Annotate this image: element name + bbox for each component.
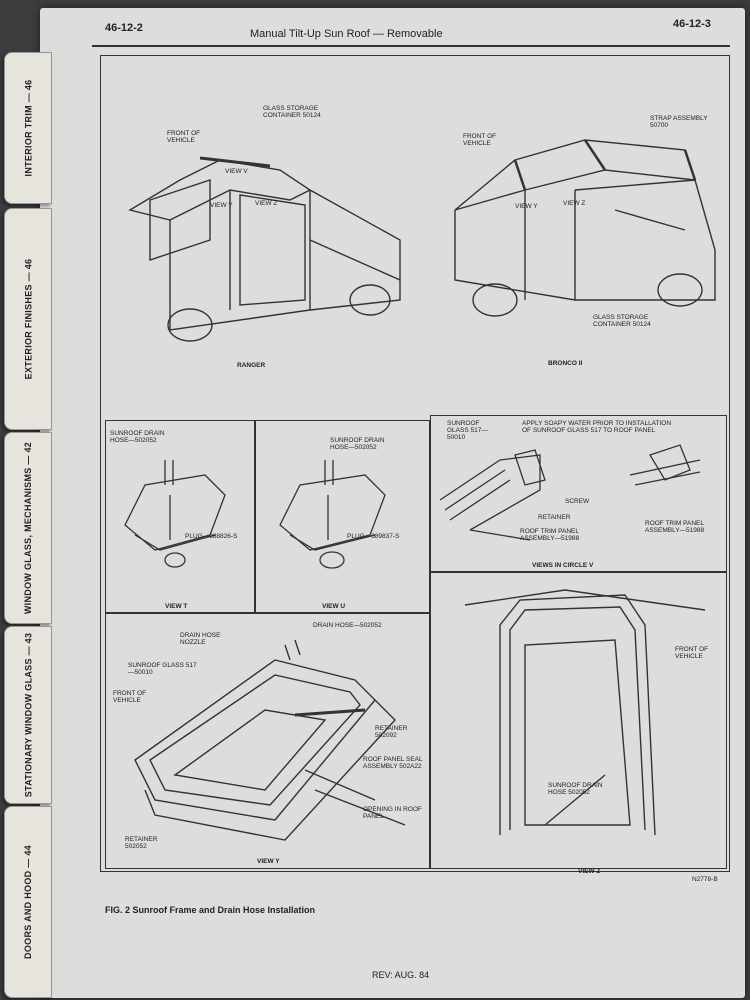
revision-footer: REV: AUG. 84 [372, 970, 430, 980]
view-y-retainer-right-label: RETAINER 502092 [375, 725, 408, 739]
tab-label: DOORS AND HOOD — 44 [23, 845, 34, 959]
view-t-drawing [124, 460, 226, 568]
ranger-view-y-label: VIEW Y [210, 202, 233, 209]
bronco-drawing [454, 139, 716, 317]
view-z-drawing [464, 589, 706, 836]
view-y-retainer-left-label: RETAINER 502052 [125, 836, 158, 850]
tab-interior-trim[interactable]: INTERIOR TRIM — 46 [4, 52, 52, 204]
view-z-hose-label: SUNROOF DRAIN HOSE 502052 [548, 782, 603, 796]
view-z-panel [430, 572, 727, 869]
figure-code: N2778-B [692, 876, 718, 883]
bronco-view-z-label: VIEW Z [563, 200, 586, 207]
page-number-left: 46-12-2 [105, 22, 143, 34]
ranger-caption: RANGER [237, 362, 266, 369]
view-u-plug-label: PLUG—389837-S [347, 533, 400, 540]
view-y-drawing [134, 640, 406, 841]
ranger-drawing [128, 156, 401, 342]
view-y-front-label: FRONT OF VEHICLE [113, 690, 147, 704]
circle-v-drawing [440, 444, 701, 541]
tab-exterior-finishes[interactable]: EXTERIOR FINISHES — 46 [4, 208, 52, 430]
tab-window-glass[interactable]: WINDOW GLASS, MECHANISMS — 42 [4, 432, 52, 624]
ranger-glass-storage-label: GLASS STORAGE CONTAINER 50124 [263, 105, 321, 119]
ranger-front-label: FRONT OF VEHICLE [167, 130, 201, 144]
view-z-front-label: FRONT OF VEHICLE [675, 646, 709, 660]
circle-v-panel [430, 415, 727, 572]
bronco-glass-storage-label: GLASS STORAGE CONTAINER 50124 [593, 314, 651, 328]
ranger-view-z-label: VIEW Z [255, 200, 278, 207]
circle-v-trim-right-label: ROOF TRIM PANEL ASSEMBLY—51988 [645, 520, 705, 534]
view-y-seal-label: ROOF PANEL SEAL ASSEMBLY 502A22 [363, 756, 423, 770]
view-y-panel [105, 612, 430, 869]
view-u-drawing [279, 460, 386, 569]
ranger-view-v-label: VIEW V [225, 168, 248, 175]
page-title: Manual Tilt-Up Sun Roof — Removable [250, 28, 443, 40]
tab-stationary-window-glass[interactable]: STATIONARY WINDOW GLASS — 43 [4, 626, 52, 804]
circle-v-trim-left-label: ROOF TRIM PANEL ASSEMBLY—51988 [520, 528, 580, 542]
figure-caption: FIG. 2 Sunroof Frame and Drain Hose Inst… [105, 905, 316, 915]
view-t-caption: VIEW T [165, 603, 188, 610]
view-y-caption: VIEW Y [257, 858, 280, 865]
tab-label: INTERIOR TRIM — 46 [23, 79, 34, 177]
tab-label: STATIONARY WINDOW GLASS — 43 [23, 632, 34, 798]
circle-v-glass-label: SUNROOF GLASS 517—50010 [447, 420, 488, 441]
tab-doors-and-hood[interactable]: DOORS AND HOOD — 44 [4, 806, 52, 998]
tab-label: EXTERIOR FINISHES — 46 [23, 258, 33, 380]
view-u-caption: VIEW U [322, 603, 346, 610]
view-y-hose-label: DRAIN HOSE—502052 [313, 622, 382, 629]
tab-label: WINDOW GLASS, MECHANISMS — 42 [23, 441, 33, 615]
view-u-hose-label: SUNROOF DRAIN HOSE—502052 [330, 437, 385, 451]
section-tabs: INTERIOR TRIM — 46 EXTERIOR FINISHES — 4… [0, 40, 52, 1000]
view-t-panel [105, 420, 255, 614]
bronco-strap-label: STRAP ASSEMBLY 50700 [650, 115, 708, 129]
circle-v-caption: VIEWS IN CIRCLE V [532, 562, 594, 569]
view-y-nozzle-label: DRAIN HOSE NOZZLE [180, 632, 221, 646]
bronco-caption: BRONCO II [548, 360, 583, 367]
view-y-opening-label: OPENING IN ROOF PANEL [363, 806, 422, 820]
figure-frame [100, 55, 730, 872]
view-u-panel [255, 420, 430, 614]
header-rule [92, 45, 730, 47]
bronco-view-y-label: VIEW Y [515, 203, 538, 210]
view-t-hose-label: SUNROOF DRAIN HOSE—502052 [110, 430, 165, 444]
view-t-plug-label: PLUG—388826-S [185, 533, 238, 540]
view-y-glass-label: SUNROOF GLASS 517—50010 [128, 662, 197, 676]
view-z-caption: VIEW Z [578, 868, 601, 875]
circle-v-retainer-label: RETAINER [538, 514, 571, 521]
page-number-right: 46-12-3 [673, 18, 711, 30]
circle-v-screw-label: SCREW [565, 498, 590, 505]
bronco-front-label: FRONT OF VEHICLE [463, 133, 497, 147]
circle-v-apply-label: APPLY SOAPY WATER PRIOR TO INSTALLATION … [522, 420, 672, 434]
